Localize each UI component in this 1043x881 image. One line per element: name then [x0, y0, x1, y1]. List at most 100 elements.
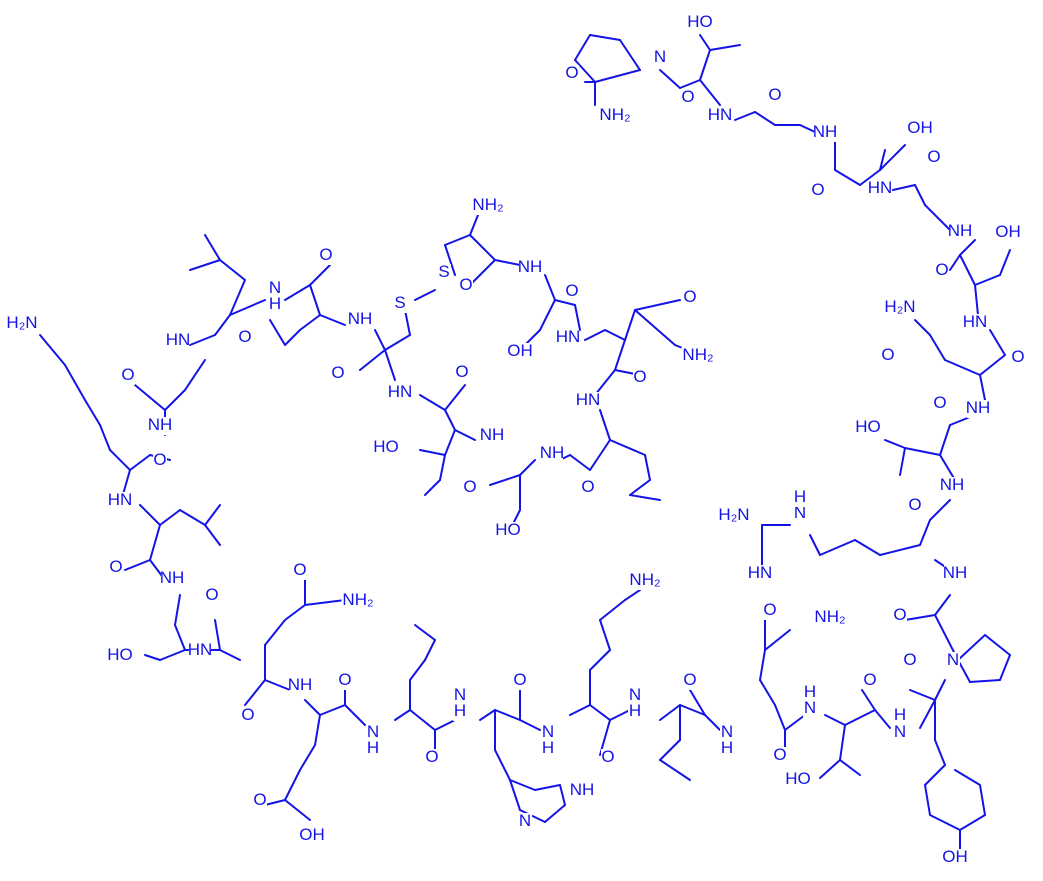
atom-label-gln2-n: N: [721, 722, 733, 741]
atom-label-bg: [681, 347, 715, 365]
bond-78: [839, 759, 861, 776]
bond-195: [574, 304, 581, 331]
atom-label-glu-acid-oh: OH: [299, 825, 325, 844]
bond-52: [934, 594, 951, 616]
bond-8: [679, 79, 701, 89]
bond-220: [444, 429, 456, 456]
atom-label-thr4-h: H: [804, 682, 816, 701]
atom-label-bg: [268, 280, 282, 298]
atom-label-thr2-oh: OH: [995, 222, 1021, 241]
atom-label-lys1-o: O: [153, 450, 166, 469]
bond-160: [39, 334, 66, 366]
atom-label-lys2-nh2: NH₂: [629, 570, 660, 589]
bond-30: [949, 254, 961, 271]
atom-label-bg: [763, 602, 777, 620]
atom-label-leu5-h: H: [629, 701, 641, 720]
bond-203: [594, 369, 616, 396]
bond-167: [229, 279, 246, 316]
atom-label-bg: [205, 587, 219, 605]
bond-93: [609, 709, 631, 721]
bond-74: [844, 709, 876, 726]
atom-label-gln1-o: O: [293, 560, 306, 579]
bond-88: [679, 704, 706, 716]
atom-label-ser3-nh: NH: [160, 568, 185, 587]
bond-168: [219, 259, 246, 281]
bond-175: [299, 314, 321, 331]
atom-label-pro-cterm-nh2: NH₂: [599, 105, 630, 124]
atom-label-bg: [598, 107, 632, 125]
atom-label-bg: [909, 120, 931, 138]
atom-label-bg: [463, 479, 477, 497]
bond-0: [619, 39, 641, 71]
bond-131: [264, 679, 291, 691]
bond-135: [284, 604, 306, 621]
bond-28: [999, 249, 1011, 276]
atom-label-bg: [893, 707, 907, 725]
atom-label-bg: [601, 749, 615, 767]
bond-36: [914, 319, 931, 336]
atom-label-leu2-n: N: [269, 278, 281, 297]
atom-label-bg: [519, 259, 541, 277]
atom-label-bg: [238, 329, 252, 347]
atom-label-bg: [997, 224, 1019, 242]
bond-42: [899, 447, 906, 476]
bond-13: [734, 111, 756, 121]
atom-label-bg: [571, 782, 593, 800]
atom-label-ser1-oh: OH: [507, 341, 533, 360]
bond-221: [419, 449, 446, 456]
atom-label-gln2-nh2: NH₂: [814, 607, 845, 626]
bond-80: [774, 704, 786, 731]
bond-62: [919, 699, 936, 729]
atom-label-gly-top-nh: NH: [813, 122, 838, 141]
atom-label-gln1-hn: HN: [188, 640, 213, 659]
bond-129: [284, 799, 311, 821]
atom-label-leu4-o: O: [425, 747, 438, 766]
atom-label-bg: [944, 565, 966, 583]
atom-label-bg: [683, 672, 697, 690]
bond-38: [939, 424, 951, 456]
atom-label-cys1-nh2: NH₂: [472, 195, 503, 214]
atom-label-ser-top-o: O: [811, 180, 824, 199]
bond-171: [229, 299, 266, 316]
atom-label-leu2-h: H: [269, 294, 281, 313]
atom-label-bg: [268, 296, 282, 314]
bond-152: [204, 524, 221, 546]
atom-label-leu2-o: O: [238, 327, 251, 346]
bond-43: [929, 499, 951, 521]
atom-label-tyr-h: H: [894, 705, 906, 724]
bond-185: [444, 244, 456, 276]
atom-label-bg: [366, 724, 380, 742]
atom-label-leu5-n: N: [629, 685, 641, 704]
atom-label-gln2-o2: O: [773, 745, 786, 764]
bond-96: [569, 704, 591, 716]
atom-label-thr5-nh: NH: [480, 425, 505, 444]
atom-label-bg: [253, 792, 267, 810]
bond-197: [604, 329, 626, 341]
bond-218: [444, 409, 456, 431]
atom-label-bg: [189, 642, 211, 660]
atom-label-thr-top-oh: HO: [687, 12, 713, 31]
atom-label-pro2-n: N: [947, 650, 959, 669]
atom-label-bg: [869, 180, 891, 198]
bond-206: [589, 439, 611, 471]
bond-73: [861, 689, 876, 711]
atom-label-bg: [241, 707, 255, 725]
atom-label-lys2-n: N: [542, 722, 554, 741]
bond-89: [659, 704, 681, 721]
bond-149: [159, 509, 181, 526]
atom-label-asn1-o2: O: [633, 367, 646, 386]
bond-10: [699, 34, 711, 51]
atom-label-bg: [541, 740, 555, 758]
atom-label-bg: [366, 740, 380, 758]
bond-148: [139, 504, 161, 526]
atom-label-tyr-o: O: [903, 650, 916, 669]
atom-label-thr3-o: O: [933, 393, 946, 412]
atom-label-bg: [964, 314, 986, 332]
atom-label-thr3-oh: HO: [855, 417, 881, 436]
atom-label-pro-cterm-o: O: [565, 63, 578, 82]
bond-55: [957, 634, 986, 661]
bond-180: [359, 349, 386, 371]
atom-label-bg: [793, 505, 807, 523]
bond-124: [319, 704, 346, 716]
